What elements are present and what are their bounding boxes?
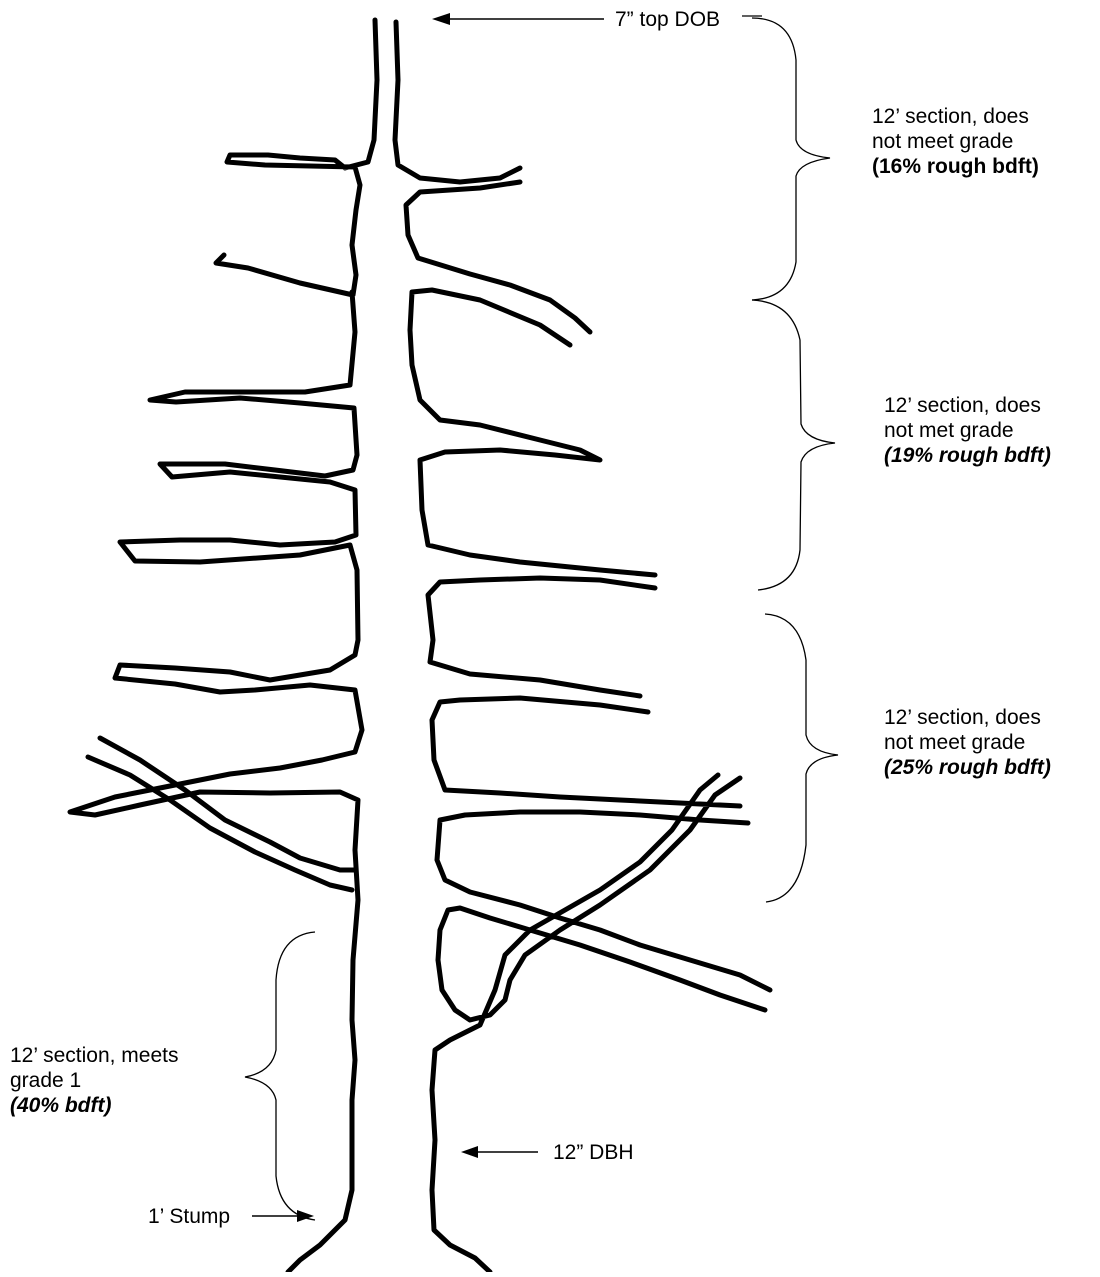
dbh-label: 12” DBH (553, 1140, 634, 1165)
section-2-label: 12’ section, does not met grade (19% rou… (884, 393, 1051, 468)
section-4-label: 12’ section, meets grade 1 (40% bdft) (10, 1043, 178, 1118)
top-dob-arrow (432, 13, 604, 25)
section-2-line2: not met grade (884, 418, 1051, 443)
brace-section-4 (245, 932, 315, 1220)
section-1-line1: 12’ section, does (872, 104, 1039, 129)
section-3-line1: 12’ section, does (884, 705, 1051, 730)
section-3-value: (25% rough bdft) (884, 755, 1051, 780)
section-4-line1: 12’ section, meets (10, 1043, 178, 1068)
section-1-label: 12’ section, does not meet grade (16% ro… (872, 104, 1039, 179)
brace-section-3 (765, 614, 838, 902)
section-3-line2: not meet grade (884, 730, 1051, 755)
stump-arrow (252, 1210, 314, 1222)
dbh-arrow (461, 1146, 538, 1158)
top-dob-label: 7” top DOB (615, 7, 720, 32)
stump-label: 1’ Stump (148, 1204, 230, 1229)
section-4-line2: grade 1 (10, 1068, 178, 1093)
section-2-line1: 12’ section, does (884, 393, 1051, 418)
brace-section-2 (752, 300, 835, 590)
brace-section-1 (752, 18, 830, 300)
section-4-value: (40% bdft) (10, 1093, 178, 1118)
section-1-value: (16% rough bdft) (872, 154, 1039, 179)
section-2-value: (19% rough bdft) (884, 443, 1051, 468)
trunk-right-edge (395, 22, 770, 1272)
section-1-line2: not meet grade (872, 129, 1039, 154)
section-3-label: 12’ section, does not meet grade (25% ro… (884, 705, 1051, 780)
